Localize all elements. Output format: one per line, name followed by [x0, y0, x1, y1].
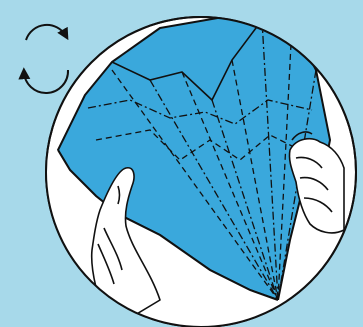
origami-step-illustration: [0, 0, 363, 327]
